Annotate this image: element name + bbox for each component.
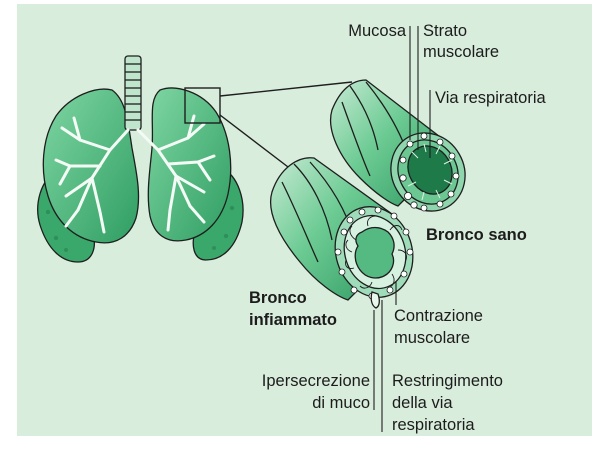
mucus-drip	[371, 292, 379, 308]
label-airway: Via respiratoria	[435, 88, 546, 108]
inflamed-bronchus-lumen	[355, 228, 394, 279]
label-mucosa: Mucosa	[348, 21, 406, 41]
label-airway-narrowing: Restringimento della via respiratoria	[392, 370, 503, 436]
label-inflamed-bronchus: Bronco infiammato	[249, 287, 337, 331]
label-muscle-layer: Strato muscolare	[423, 21, 499, 63]
label-mucus-hypersecretion: Ipersecrezione di muco	[262, 370, 370, 414]
lungs-illustration	[38, 56, 243, 262]
label-healthy-bronchus: Bronco sano	[426, 225, 527, 245]
trachea	[125, 56, 141, 130]
left-lung	[148, 88, 230, 241]
label-muscle-contraction: Contrazione muscolare	[394, 305, 483, 349]
